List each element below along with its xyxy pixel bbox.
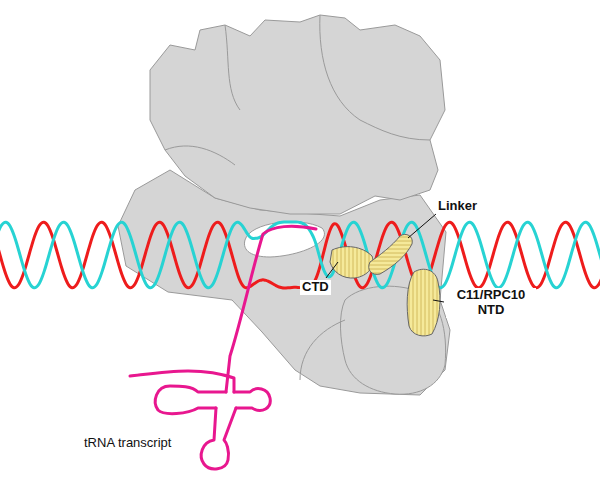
- dna-coding-strand: [0, 222, 600, 288]
- part-label: C11/RPC10 NTD: [446, 288, 536, 318]
- part-label: Linker: [436, 199, 479, 214]
- rna-tail: [130, 371, 234, 392]
- part-label: CTD: [300, 280, 331, 295]
- ntd-domain: [407, 269, 440, 336]
- trna-anticodon-arm: [201, 408, 236, 469]
- part-label: tRNA transcript: [84, 436, 171, 451]
- ctd-domain: [330, 247, 373, 278]
- dna-template-strand: [0, 222, 600, 288]
- leader-line: [433, 300, 444, 302]
- polymerase-upper-body: [150, 15, 445, 214]
- rna-strand: [226, 226, 316, 392]
- leader-line: [326, 262, 338, 278]
- leader-line: [408, 214, 436, 238]
- polymerase-fold: [165, 15, 430, 380]
- trna-t-arm: [234, 389, 270, 411]
- linker-domain: [369, 234, 413, 274]
